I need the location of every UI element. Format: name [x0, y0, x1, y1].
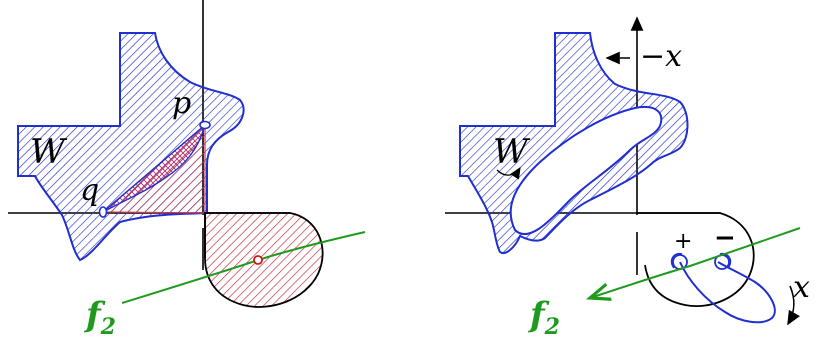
right-inner-loop: [509, 106, 663, 236]
right-panel: W −x x + − f2: [445, 16, 810, 340]
label-p: p: [172, 86, 191, 121]
left-red-lobe: [204, 212, 324, 308]
label-W-left: W: [30, 132, 68, 172]
label-q: q: [80, 173, 99, 208]
x-rotation-arrow: [787, 285, 800, 326]
point-q: [98, 206, 108, 218]
label-plus: +: [674, 229, 692, 254]
left-wedge-crosshatch: [102, 122, 207, 213]
label-x: x: [793, 270, 810, 305]
label-minus-x: −x: [640, 39, 682, 74]
label-f2-right: f2: [528, 295, 560, 340]
point-p: [199, 120, 211, 130]
plus-arc-arrow: [670, 252, 683, 269]
label-minus: −: [714, 223, 736, 253]
right-blue-loop: [679, 261, 776, 324]
right-W-rotation-arrow: [496, 166, 521, 180]
minus-arc-arrow: [719, 252, 732, 269]
label-f2-left: f2: [84, 295, 116, 340]
label-W-right: W: [493, 132, 531, 172]
right-f2-curve: [590, 227, 801, 298]
left-panel: W p q f2: [8, 0, 366, 340]
right-black-lobe: [637, 212, 755, 307]
left-intersection-point: [253, 255, 263, 265]
